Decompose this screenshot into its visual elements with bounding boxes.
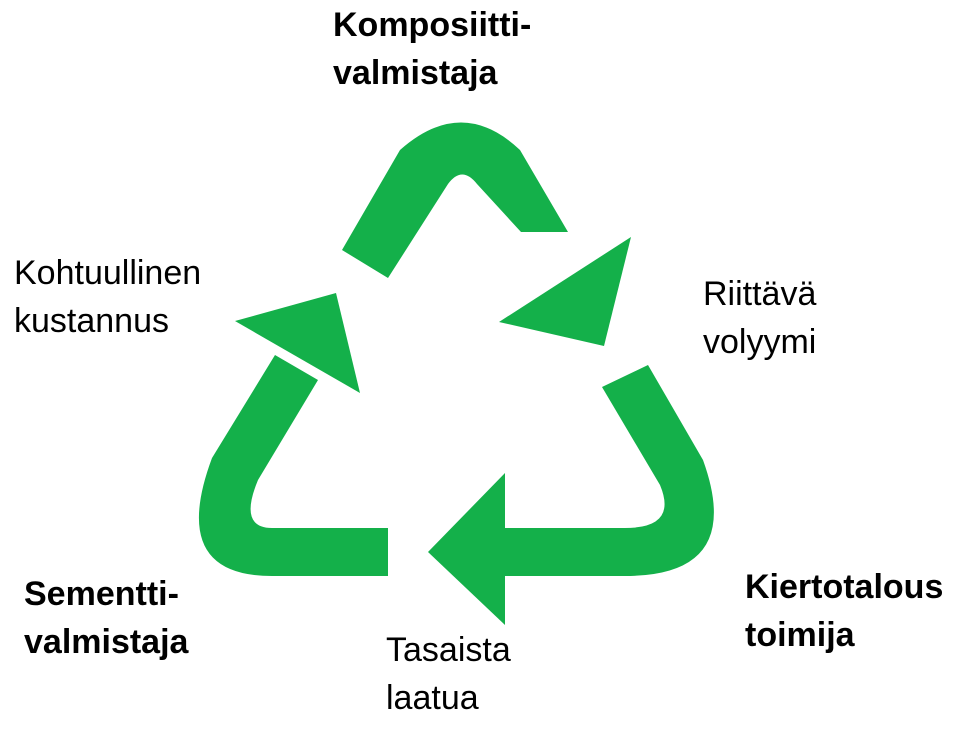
label-line: valmistaja [24, 623, 189, 661]
cycle-arrow-left [198, 355, 388, 576]
label-line: Komposiitti- [333, 6, 532, 44]
label-line: toimija [745, 616, 855, 654]
label-line: kustannus [14, 302, 169, 340]
label-line: Riittävä [703, 275, 817, 313]
label-line: volyymi [703, 323, 817, 361]
label-line: Sementti- [24, 575, 179, 613]
label-line: Kiertotalous [745, 568, 944, 606]
cycle-arrowhead-left [235, 293, 360, 393]
label-cement-manufacturer: Sementti- valmistaja [24, 570, 188, 666]
cycle-arrowhead-bottom [428, 473, 505, 625]
label-circular-economy-actor: Kiertotalous toimija [745, 563, 943, 659]
label-line: valmistaja [333, 54, 498, 92]
cycle-arrow-top [342, 122, 568, 278]
cycle-arrow-right [505, 365, 714, 576]
label-line: laatua [386, 679, 479, 717]
label-composite-manufacturer: Komposiitti- valmistaja [333, 1, 531, 97]
label-line: Tasaista [386, 631, 511, 669]
label-consistent-quality: Tasaista laatua [386, 626, 511, 722]
label-sufficient-volume: Riittävä volyymi [703, 270, 816, 366]
cycle-arrowhead-right [499, 237, 631, 346]
label-line: Kohtuullinen [14, 254, 202, 292]
label-reasonable-cost: Kohtuullinen kustannus [14, 249, 201, 345]
